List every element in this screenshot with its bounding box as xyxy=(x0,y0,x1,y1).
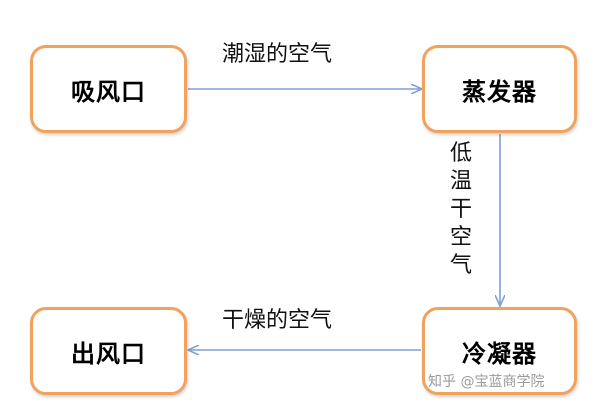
edge-label-cold-dry-air: 低温干空气 xyxy=(449,141,472,278)
node-condenser: 冷凝器 xyxy=(422,307,577,395)
edge-label-dry-air: 干燥的空气 xyxy=(222,308,333,333)
node-condenser-label: 冷凝器 xyxy=(462,339,537,368)
watermark: 知乎 @宝蓝商学院 xyxy=(428,374,545,390)
edge-label-humid-air: 潮湿的空气 xyxy=(222,42,333,67)
node-outlet-label: 出风口 xyxy=(71,339,146,368)
node-intake-label: 吸风口 xyxy=(71,77,146,106)
node-outlet: 出风口 xyxy=(30,307,187,395)
node-evaporator-label: 蒸发器 xyxy=(462,77,537,106)
node-evaporator: 蒸发器 xyxy=(422,45,577,133)
node-intake: 吸风口 xyxy=(30,45,187,133)
